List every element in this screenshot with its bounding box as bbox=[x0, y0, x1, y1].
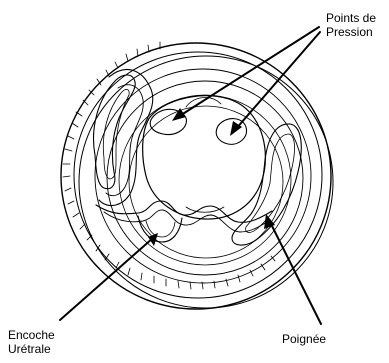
flex-band-left-outer bbox=[98, 68, 154, 207]
pressure-points-label-line-2: Pression bbox=[326, 25, 373, 39]
notch-arrow-head bbox=[148, 233, 158, 246]
inner-ring-3 bbox=[118, 94, 292, 266]
pressure-arrow-2-head bbox=[230, 121, 242, 136]
pressure-arrow-1-head bbox=[172, 108, 186, 121]
urethral-notch-label-line-1: Encoche bbox=[8, 328, 55, 342]
flex-band-lower-outer bbox=[95, 200, 273, 223]
rim-lower-edge bbox=[78, 55, 334, 309]
inner-ring-2 bbox=[106, 80, 304, 276]
urethral-notch-inner bbox=[145, 220, 176, 238]
notch-arrow bbox=[59, 237, 154, 321]
pressure-pad-right bbox=[215, 118, 248, 145]
flex-band-lower-inner bbox=[103, 209, 271, 233]
pressure-points-label-line-1: Points de bbox=[326, 11, 377, 25]
central-hub bbox=[142, 95, 266, 220]
hub-ridge-bottom bbox=[185, 206, 225, 213]
pressure-arrow-2 bbox=[234, 31, 321, 131]
inner-ring-4 bbox=[128, 105, 284, 259]
outer-ring-inner-edge bbox=[73, 51, 323, 299]
handle-arrow bbox=[269, 221, 322, 325]
handle-slot-left bbox=[92, 74, 136, 190]
handle-slot-right bbox=[231, 123, 302, 246]
pressure-pad-left bbox=[149, 108, 187, 136]
handle-slot-right-inner bbox=[245, 133, 295, 233]
pressure-arrow-1 bbox=[177, 26, 320, 118]
rim-serrations bbox=[62, 41, 276, 290]
urethral-notch bbox=[137, 215, 183, 243]
handle-label: Poignée bbox=[282, 332, 327, 346]
hub-ridge-top bbox=[185, 97, 222, 108]
flex-band-left-inner bbox=[105, 84, 144, 197]
urethral-notch-label: Encoche Urétrale bbox=[8, 328, 55, 356]
handle-arrow-head bbox=[264, 214, 275, 229]
pressure-points-label: Points de Pression bbox=[326, 11, 376, 39]
handle-slot-left-inner bbox=[102, 89, 130, 180]
outer-ring bbox=[60, 42, 332, 310]
urethral-notch-label-line-2: Urétrale bbox=[8, 342, 51, 356]
inner-ring-1 bbox=[94, 68, 312, 284]
